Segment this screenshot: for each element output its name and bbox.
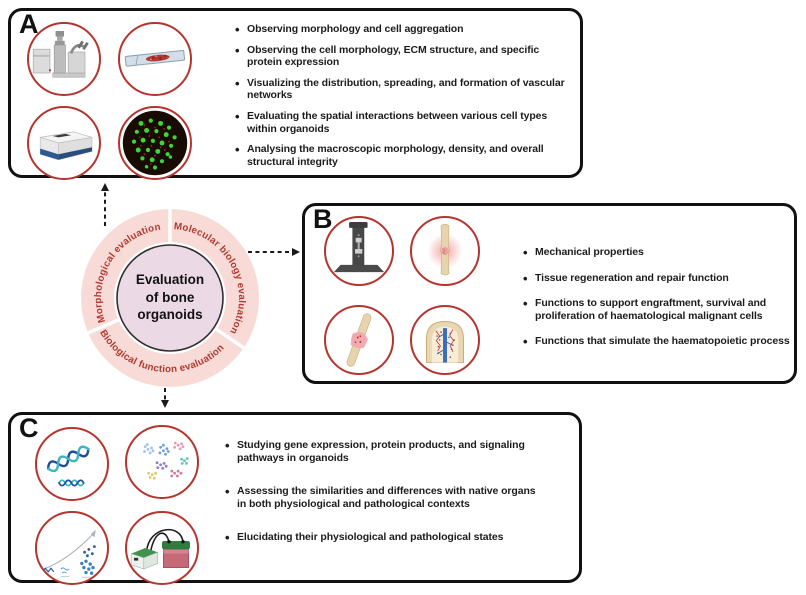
bullet-item: Mechanical properties bbox=[521, 245, 806, 260]
arrow-to-panel-c bbox=[161, 388, 169, 408]
bullet-item: Functions that simulate the haematopoiet… bbox=[521, 334, 806, 349]
panel-a-label: A bbox=[19, 9, 39, 39]
central-dogma-icon bbox=[35, 511, 109, 585]
panel-a-morphological: A bbox=[8, 8, 583, 180]
panel-c-label: C bbox=[19, 413, 39, 443]
bone-marrow-section-icon bbox=[410, 305, 480, 375]
panel-b-label: B bbox=[313, 204, 333, 234]
cluster-plot-icon bbox=[125, 425, 199, 499]
panel-b-bullet-list: Mechanical properties Tissue regeneratio… bbox=[521, 245, 806, 361]
center-title: Evaluation of bone organoids bbox=[118, 271, 222, 324]
bone-fracture-callus-icon bbox=[324, 305, 394, 375]
panel-c-molecular-biology: C bbox=[8, 412, 582, 585]
bullet-item: Tissue regeneration and repair function bbox=[521, 271, 806, 286]
electron-microscope-icon bbox=[27, 22, 101, 96]
bullet-item: Functions to support engraftment, surviv… bbox=[521, 296, 806, 322]
bullet-item: Observing morphology and cell aggregatio… bbox=[233, 22, 589, 37]
dna-helix-icon bbox=[35, 427, 109, 501]
bullet-item: Visualizing the distribution, spreading,… bbox=[233, 76, 589, 102]
mechanical-testing-machine-icon bbox=[324, 216, 394, 286]
center-title-line: of bone bbox=[145, 289, 195, 305]
bullet-item: Assessing the similarities and differenc… bbox=[223, 484, 589, 510]
center-title-line: organoids bbox=[137, 307, 203, 323]
bone-healing-icon bbox=[410, 216, 480, 286]
western-blot-apparatus-icon bbox=[125, 511, 199, 585]
histology-slide-icon bbox=[118, 22, 192, 96]
bullet-item: Observing the cell morphology, ECM struc… bbox=[233, 43, 589, 69]
panel-c-bullet-list: Studying gene expression, protein produc… bbox=[223, 438, 589, 565]
fluorescence-image-icon bbox=[118, 106, 192, 180]
evaluation-ring-diagram: Morphological evaluation Molecular biolo… bbox=[81, 207, 259, 387]
micro-ct-scanner-icon bbox=[27, 106, 101, 180]
bullet-item: Evaluating the spatial interactions betw… bbox=[233, 109, 589, 135]
center-title-line: Evaluation bbox=[135, 272, 205, 287]
panel-b-biological-function: B bbox=[302, 203, 797, 384]
panel-a-bullet-list: Observing morphology and cell aggregatio… bbox=[233, 22, 589, 176]
bullet-item: Elucidating their physiological and path… bbox=[223, 530, 589, 545]
bullet-item: Analysing the macroscopic morphology, de… bbox=[233, 142, 589, 168]
bullet-item: Studying gene expression, protein produc… bbox=[223, 438, 589, 464]
